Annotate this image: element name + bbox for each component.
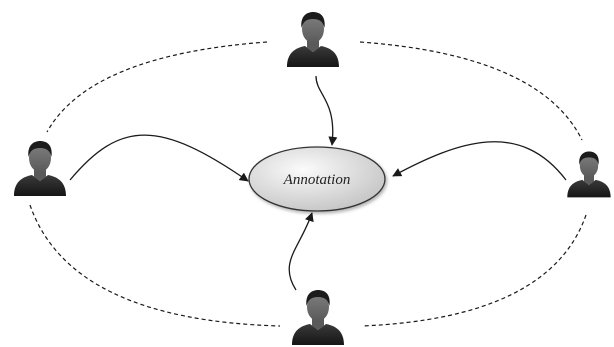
person-silhouette-icon xyxy=(14,141,66,196)
arrow-left xyxy=(69,134,249,182)
dashed-ring xyxy=(29,41,587,327)
arrows xyxy=(69,75,567,291)
annotation-label: Annotation xyxy=(283,172,351,188)
arrow-right xyxy=(392,141,567,181)
person-silhouette-icon xyxy=(567,151,611,198)
person-silhouette-icon xyxy=(287,12,339,67)
ring-arc-bottom-left xyxy=(29,204,281,327)
annotation-ellipse xyxy=(248,146,386,212)
arrow-top xyxy=(315,75,338,146)
arrow-bottom xyxy=(288,212,314,291)
annotation-node: Annotation xyxy=(248,146,386,212)
ring-arc-top-right xyxy=(359,41,583,141)
person-silhouette-icon xyxy=(292,290,344,345)
ring-arc-top-left xyxy=(46,41,268,133)
ring-arc-bottom-right xyxy=(361,214,587,327)
